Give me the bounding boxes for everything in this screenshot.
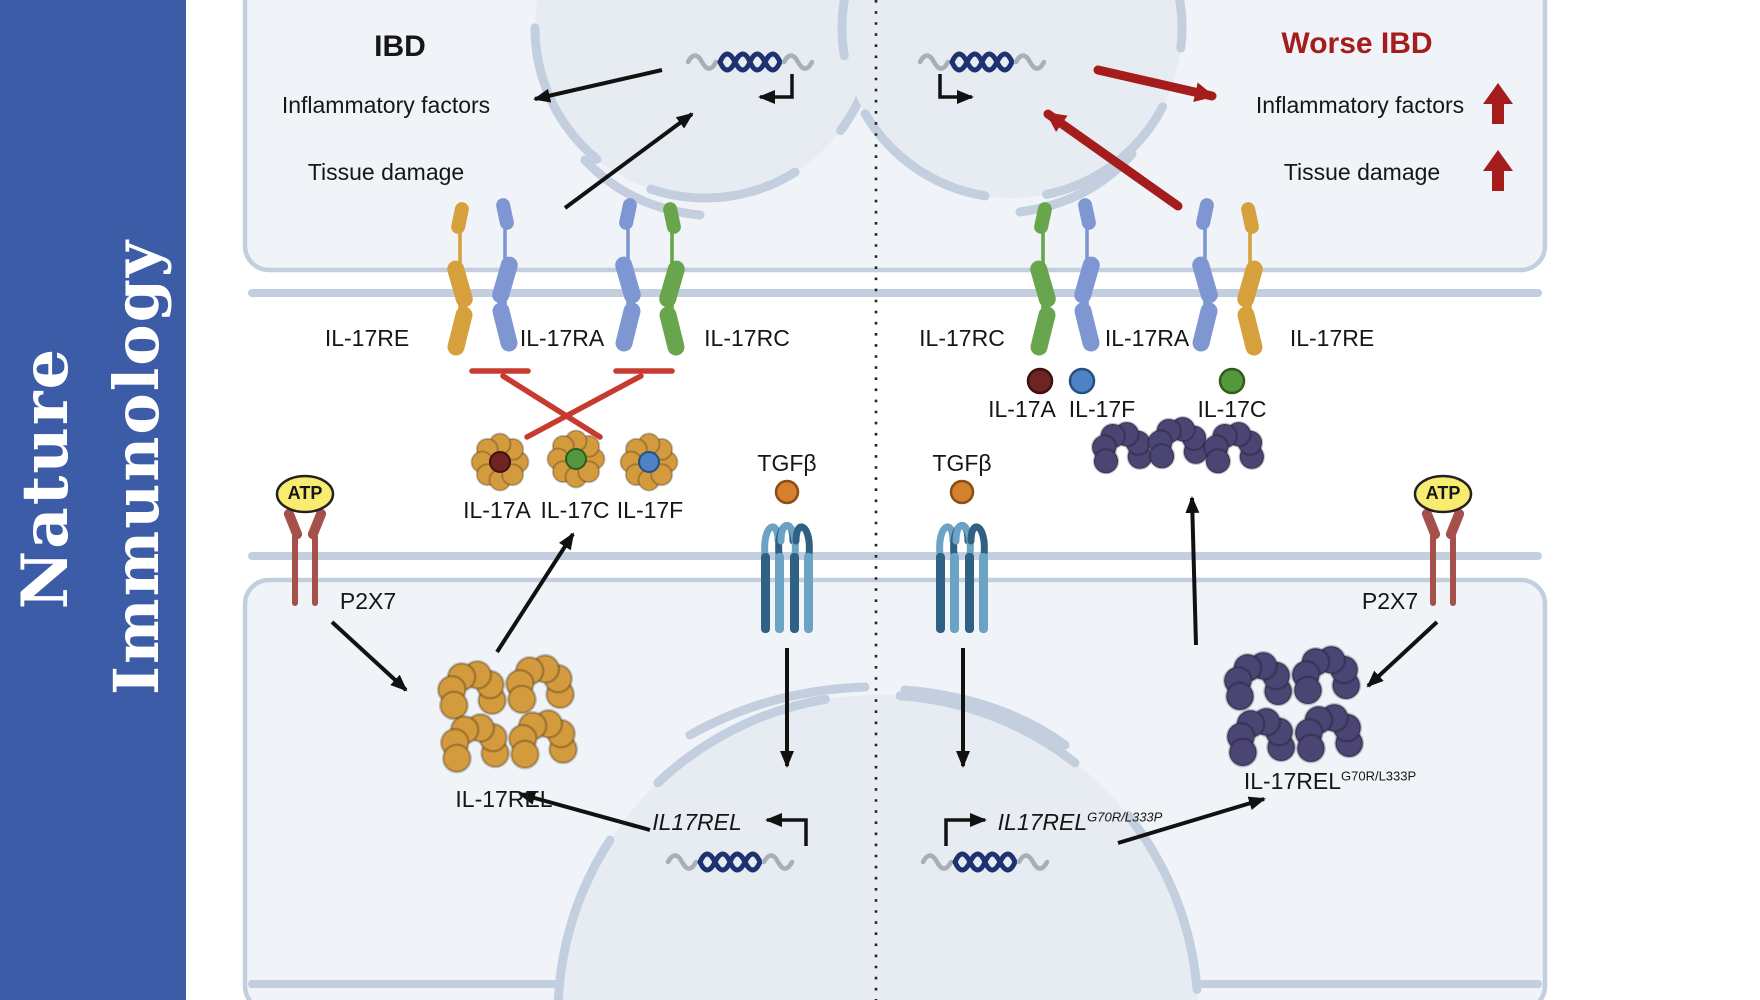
left-p2x7-label: P2X7 (339, 588, 397, 614)
right-il17a-label: IL-17A (988, 396, 1056, 422)
left-il17a-label: IL-17A (463, 497, 531, 523)
cytokine-il17c-left (546, 429, 606, 489)
right-il17f-label: IL-17F (1068, 396, 1136, 422)
right-p2x7-label: P2X7 (1361, 588, 1419, 614)
arrow-receptor-to-nucleus-right (1043, 109, 1183, 211)
p2x7-receptor-left (275, 474, 335, 606)
left-panel-title: IBD (374, 30, 426, 63)
tgfb-ligand-icon-right (949, 479, 975, 505)
arrow-il17rel-to-crescents-right (1185, 496, 1200, 646)
cytokine-il17f-left (619, 432, 679, 492)
inhibition-tbars-left (469, 368, 675, 440)
right-atp-label: ATP (1425, 483, 1461, 503)
right-il17rel-gene-variant: G70R/L333P (1087, 809, 1163, 825)
left-tissue-damage-label: Tissue damage (307, 159, 465, 185)
left-il17re-label: IL-17RE (324, 325, 410, 351)
arrow-dna-to-inflammatory-right (1093, 65, 1217, 102)
left-il17ra-label: IL-17RA (519, 325, 605, 351)
nucleus-top-left (530, 0, 880, 220)
red-arrows-right (1043, 65, 1217, 211)
arrow-il17rel-to-cytokines-left (495, 532, 575, 654)
nucleus-bottom (553, 682, 1203, 1000)
right-il17c-label: IL-17C (1197, 396, 1267, 422)
il17f-dot-icon (1068, 367, 1096, 395)
right-panel-title: Worse IBD (1281, 27, 1433, 60)
left-atp-label: ATP (287, 483, 323, 503)
left-il17rel-protein-label: IL-17REL (455, 786, 553, 812)
journal-name-line1: Nature (8, 346, 83, 610)
atp-icon-right (1413, 474, 1473, 514)
up-arrow-inflammatory-icon (1483, 83, 1513, 124)
arrow-gene-to-protein-left (518, 791, 651, 832)
atp-icon-left (275, 474, 335, 514)
left-il17c-label: IL-17C (540, 497, 610, 523)
right-tgfb-label: TGFβ (932, 450, 992, 476)
cytokine-dots-right (1026, 367, 1246, 395)
right-il17rel-protein-label: IL-17RELG70R/L333P (1244, 768, 1416, 795)
right-il17ra-label: IL-17RA (1104, 325, 1190, 351)
left-il17rel-gene-label: IL17REL (652, 809, 742, 835)
tgfb-receptor-right (936, 479, 988, 633)
right-tissue-damage-label: Tissue damage (1283, 159, 1441, 185)
up-arrows-right (1483, 83, 1513, 191)
right-il17rel-protein-variant: G70R/L333P (1341, 768, 1417, 784)
tgfb-receptor-left (761, 479, 813, 633)
arrow-receptor-to-nucleus-left (563, 112, 694, 210)
black-arrows (330, 68, 1439, 845)
right-il17rel-protein-base: IL-17REL (1243, 768, 1341, 794)
left-inflammatory-factors-label: Inflammatory factors (281, 92, 491, 118)
right-il17rel-gene-label: IL17RELG70R/L333P (998, 809, 1163, 836)
dna-icon-bottom-left (668, 813, 808, 870)
il17c-dot-icon (1218, 367, 1246, 395)
journal-sidebar: Nature Immunology (0, 0, 186, 1000)
up-arrow-tissue-icon (1483, 150, 1513, 191)
left-tgfb-label: TGFβ (757, 450, 817, 476)
il17a-dot-icon (1026, 367, 1054, 395)
right-il17rel-gene-base: IL17REL (997, 809, 1088, 835)
right-il17rc-label: IL-17RC (919, 325, 1005, 351)
right-il17re-label: IL-17RE (1289, 325, 1375, 351)
arrow-p2x7-to-il17rel-right (1366, 620, 1439, 688)
dna-icon-top-left (688, 54, 812, 104)
arrow-dna-to-inflammatory-left (533, 68, 663, 103)
journal-name-line2: Immunology (100, 239, 173, 695)
arrow-p2x7-to-il17rel-left (330, 620, 408, 692)
tgfb-ligand-icon-left (774, 479, 800, 505)
arrow-gene-to-protein-right (1117, 796, 1266, 845)
dna-icon-bottom-right (923, 813, 1047, 870)
left-il17rc-label: IL-17RC (704, 325, 790, 351)
cytokine-il17a-left (470, 432, 530, 492)
il17rel-mutant-crescent-row (1090, 415, 1266, 475)
left-il17f-label: IL-17F (616, 497, 684, 523)
right-inflammatory-factors-label: Inflammatory factors (1255, 92, 1465, 118)
p2x7-receptor-right (1413, 474, 1473, 606)
dna-icon-top-right (920, 54, 1044, 104)
